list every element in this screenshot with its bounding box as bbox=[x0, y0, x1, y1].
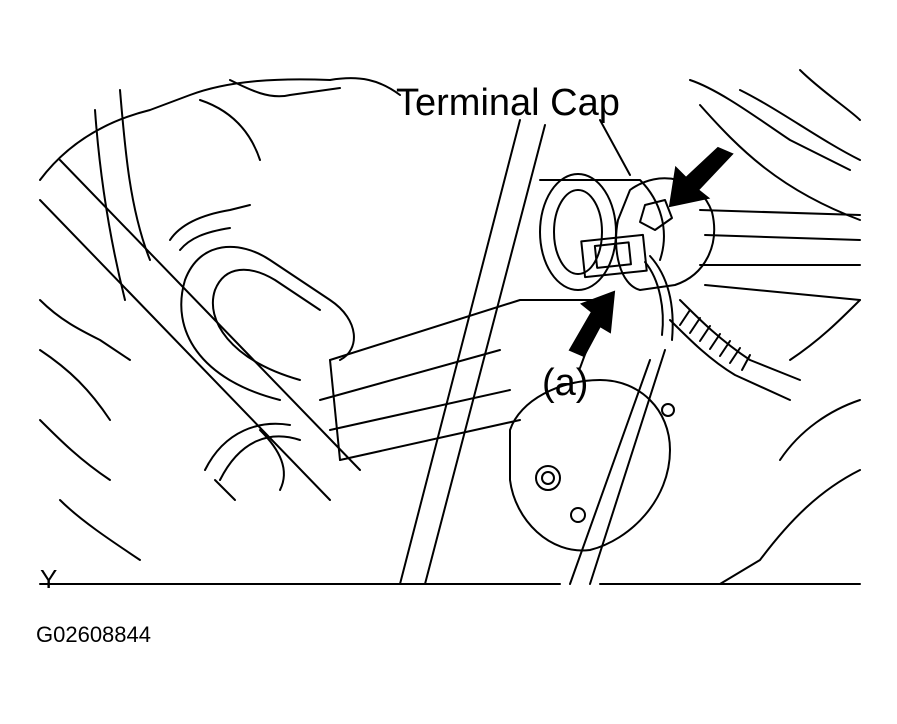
arrow-icon bbox=[668, 146, 734, 208]
wire-harness bbox=[670, 210, 860, 400]
starter-body bbox=[320, 174, 674, 550]
callout-a: (a) bbox=[542, 362, 589, 404]
arrow-icon bbox=[568, 290, 616, 358]
view-letter: Y bbox=[40, 564, 58, 594]
callout-terminal-cap: Terminal Cap bbox=[396, 82, 620, 124]
figure-code: G02608844 bbox=[36, 622, 151, 647]
hose-loop bbox=[170, 205, 354, 500]
connector bbox=[581, 235, 672, 340]
background-outlines bbox=[40, 70, 860, 584]
